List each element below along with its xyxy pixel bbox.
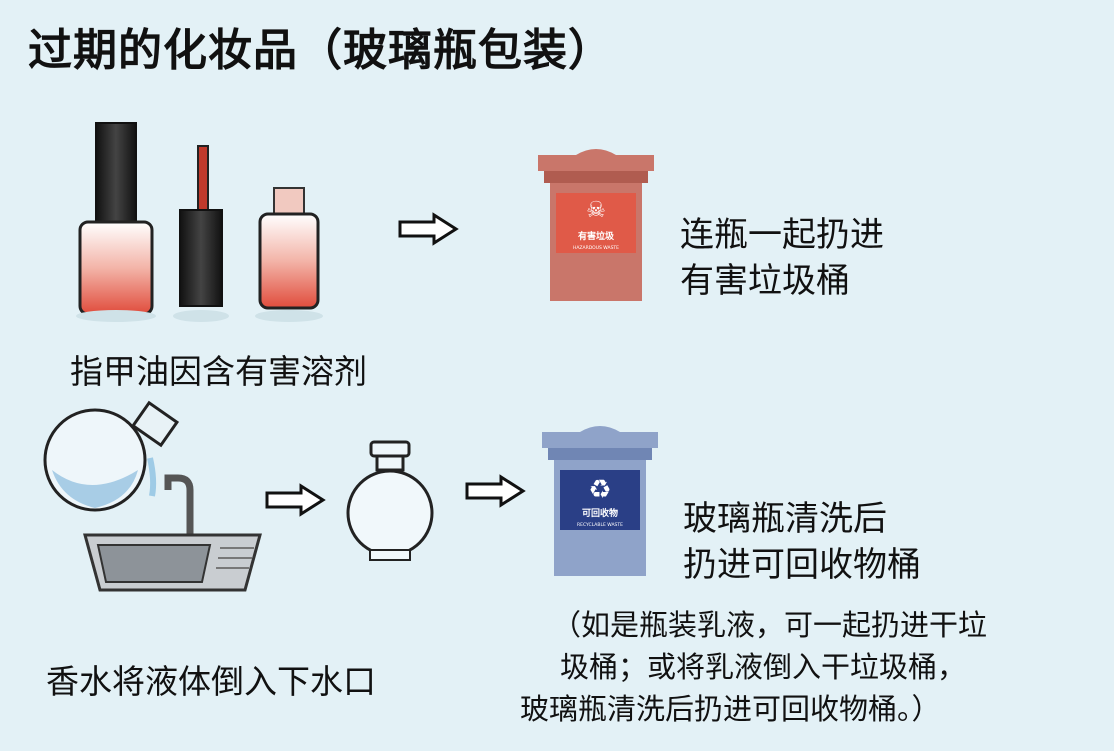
hazardous-bin-label-en: HAZARDOUS WASTE [573, 245, 619, 251]
page-title: 过期的化妆品（玻璃瓶包装） [28, 25, 613, 76]
perfume-caption: 香水将液体倒入下水口 [46, 662, 376, 701]
arrow-right-icon [398, 212, 459, 246]
lotion-note: （如是瓶装乳液，可一起扔进干垃 圾桶；或将乳液倒入干垃圾桶， 玻璃瓶清洗后扔进可… [520, 604, 987, 730]
instruction-line: 有害垃圾桶 [680, 261, 850, 301]
hazardous-bin-label: 有害垃圾 [578, 230, 615, 242]
recyclable-bin-label: 可回收物 [582, 507, 618, 519]
hazardous-waste-bin-icon: ☠ 有害垃圾 HAZARDOUS WASTE [538, 149, 654, 301]
note-line: 玻璃瓶清洗后扔进可回收物桶。） [520, 692, 941, 726]
arrow-right-icon [265, 483, 326, 517]
nail-polish-caption: 指甲油因含有害溶剂 [70, 352, 367, 391]
empty-glass-bottle-illustration [346, 440, 434, 561]
perfume-sink-illustration [43, 400, 262, 592]
hazardous-instruction: 连瓶一起扔进 有害垃圾桶 [680, 212, 884, 304]
nail-polish-illustration [76, 122, 323, 322]
recyclable-instruction: 玻璃瓶清洗后 扔进可回收物桶 [683, 496, 921, 588]
recyclable-bin-icon: ♻ 可回收物 RECYCLABLE WASTE [542, 426, 658, 576]
instruction-line: 玻璃瓶清洗后 [683, 499, 887, 539]
recyclable-bin-label-en: RECYCLABLE WASTE [577, 522, 623, 528]
note-line: 圾桶；或将乳液倒入干垃圾桶， [560, 650, 967, 684]
instruction-line: 连瓶一起扔进 [680, 215, 884, 255]
note-line: （如是瓶装乳液，可一起扔进干垃 [552, 608, 988, 642]
svg-text:☠: ☠ [586, 198, 606, 223]
svg-text:♻: ♻ [588, 475, 611, 505]
instruction-line: 扔进可回收物桶 [683, 545, 921, 585]
arrow-right-icon [465, 474, 526, 508]
